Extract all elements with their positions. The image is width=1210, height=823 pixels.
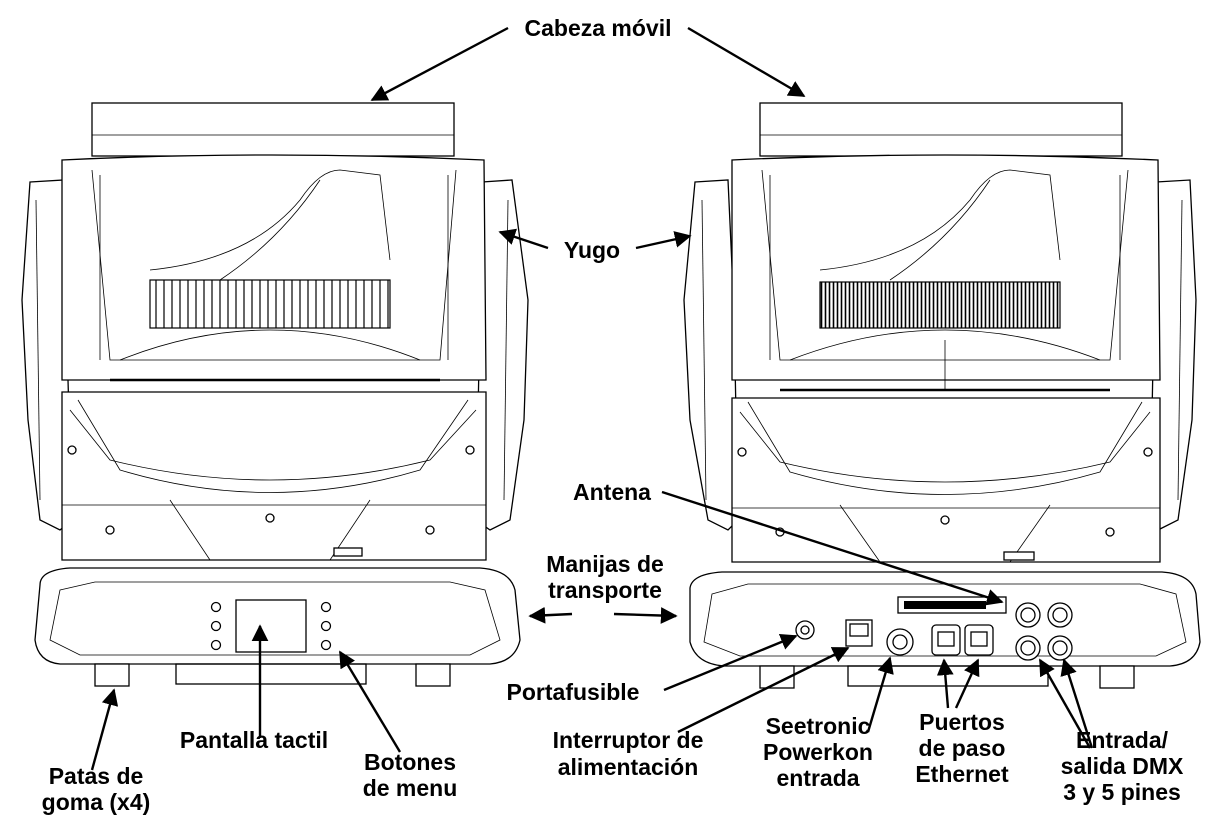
svg-text:de menu: de menu [363, 775, 458, 801]
moving-head-label: Cabeza móvil [525, 15, 672, 41]
svg-text:de paso: de paso [919, 735, 1006, 761]
fuse-holder [795, 620, 815, 640]
svg-text:Patas de: Patas de [49, 763, 144, 789]
menu-buttons-left [210, 601, 222, 651]
fuse-holder-label: Portafusible [507, 679, 640, 705]
svg-text:Ethernet: Ethernet [915, 761, 1009, 787]
svg-text:alimentación: alimentación [558, 754, 699, 780]
menu-buttons-label: Botones de menu [363, 749, 458, 801]
touch-screen [235, 599, 307, 653]
svg-text:Entrada/: Entrada/ [1076, 727, 1169, 753]
ethernet-port-1 [931, 624, 961, 656]
powerkon-input [886, 628, 914, 656]
powerkon-label: Seetronic Powerkon entrada [763, 713, 873, 791]
svg-text:Powerkon: Powerkon [763, 739, 873, 765]
svg-text:Puertos: Puertos [919, 709, 1005, 735]
dmx-connectors [1015, 602, 1073, 661]
svg-text:Interruptor de: Interruptor de [553, 727, 704, 753]
svg-text:salida DMX: salida DMX [1061, 753, 1184, 779]
svg-text:3 y 5 pines: 3 y 5 pines [1063, 779, 1181, 805]
handles-label: Manijas de transporte [546, 551, 664, 603]
menu-buttons-right [320, 601, 332, 651]
yoke-label: Yugo [564, 237, 620, 263]
ethernet-port-2 [964, 624, 994, 656]
touch-screen-label: Pantalla tactil [180, 727, 328, 753]
fixture-rear-view [683, 102, 1201, 689]
svg-text:goma (x4): goma (x4) [42, 789, 151, 815]
ethernet-label: Puertos de paso Ethernet [915, 709, 1009, 787]
svg-text:Botones: Botones [364, 749, 456, 775]
svg-text:entrada: entrada [776, 765, 859, 791]
antenna-label: Antena [573, 479, 651, 505]
callout-arrows [90, 26, 1094, 771]
svg-text:transporte: transporte [548, 577, 662, 603]
svg-text:Seetronic: Seetronic [766, 713, 871, 739]
dmx-label: Entrada/ salida DMX 3 y 5 pines [1061, 727, 1184, 805]
svg-text:Manijas de: Manijas de [546, 551, 664, 577]
fixture-front-view [21, 102, 529, 687]
rubber-feet-label: Patas de goma (x4) [42, 763, 151, 815]
power-switch-label: Interruptor de alimentación [553, 727, 704, 780]
